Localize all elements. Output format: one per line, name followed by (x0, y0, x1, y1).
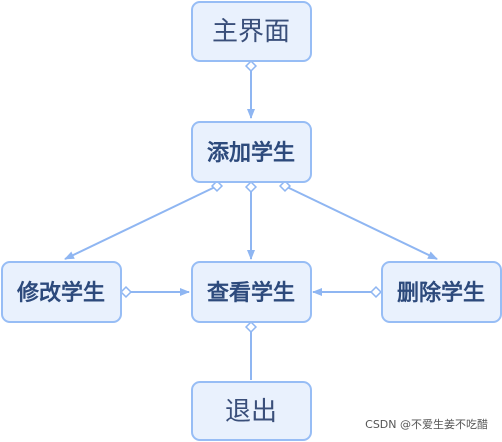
node-exit-label: 退出 (225, 397, 277, 427)
node-delete-student-label: 删除学生 (397, 280, 485, 306)
edge-main-to-add (244, 59, 258, 119)
edge-modify-to-view (119, 285, 190, 299)
node-exit[interactable]: 退出 (191, 381, 312, 441)
node-view-student[interactable]: 查看学生 (191, 261, 312, 323)
node-main-menu-label: 主界面 (212, 17, 290, 47)
edge-add-to-view (244, 180, 258, 260)
edge-add-to-delete (278, 179, 438, 260)
node-view-student-label: 查看学生 (207, 280, 295, 306)
node-modify-student-label: 修改学生 (16, 280, 105, 306)
node-add-student-label: 添加学生 (207, 140, 295, 166)
edge-view-to-exit (244, 320, 258, 380)
node-add-student[interactable]: 添加学生 (191, 121, 312, 183)
node-main-menu[interactable]: 主界面 (191, 1, 312, 62)
watermark-text: CSDN @不爱生姜不吃醋 (365, 418, 488, 431)
node-delete-student[interactable]: 删除学生 (381, 261, 502, 323)
node-modify-student[interactable]: 修改学生 (1, 261, 122, 323)
edge-add-to-modify (64, 179, 224, 260)
edge-delete-to-view (312, 285, 383, 299)
